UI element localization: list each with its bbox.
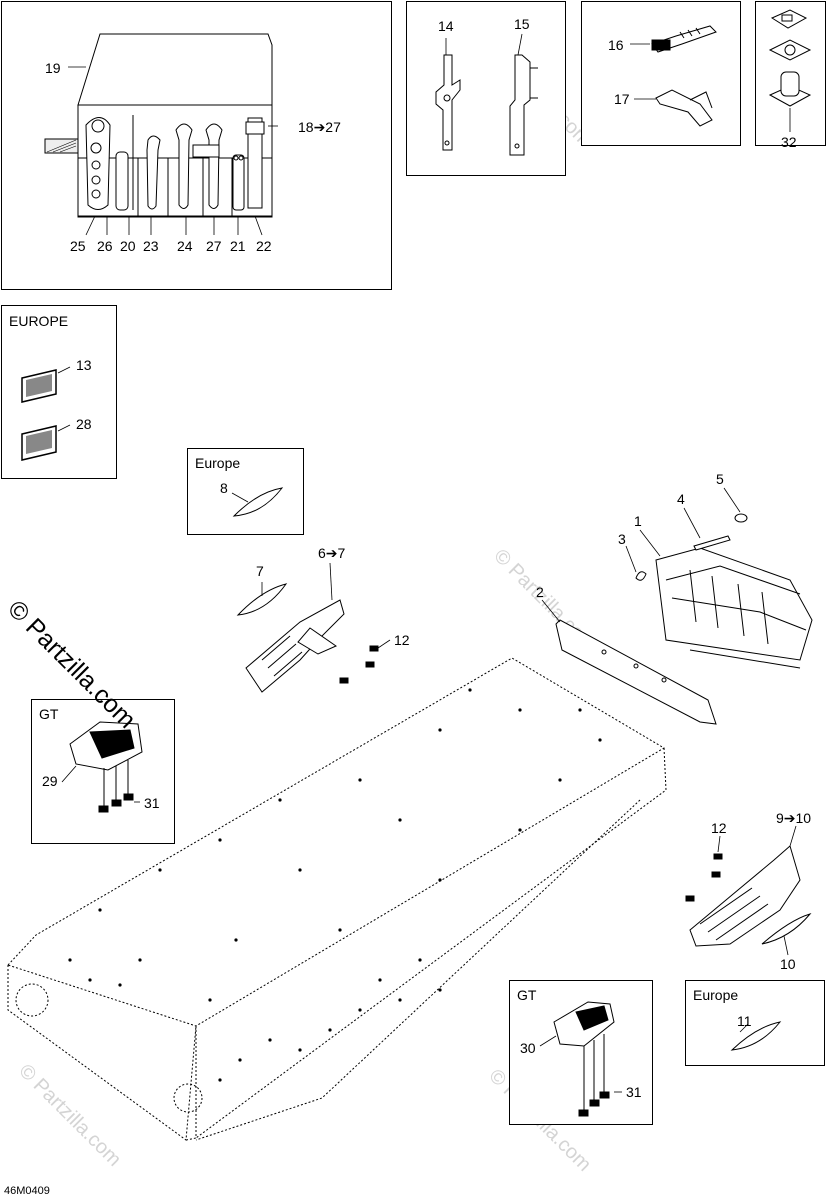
callout-17: 17 [614,91,630,107]
europe-reflector-box [187,448,304,535]
callout-20: 20 [120,238,136,254]
callout-9-10: 9➔10 [776,810,812,826]
decal-13-illustration [21,369,57,403]
screws-12-right [685,853,723,902]
callout-8: 8 [220,480,228,496]
callout-22: 22 [256,238,272,254]
callout-10: 10 [780,956,796,972]
callout-12-left: 12 [394,632,410,648]
reflector-11-illustration [730,1021,782,1051]
callout-28: 28 [76,416,92,432]
callout-31-bottom: 31 [626,1084,642,1100]
europe-bottom-box [685,980,825,1066]
callout-29: 29 [42,773,58,789]
callout-6-7: 6➔7 [318,545,346,561]
callout-5: 5 [716,471,724,487]
callout-27: 27 [206,238,222,254]
reflector-8-illustration [232,487,284,517]
callout-18-27: 18➔27 [298,119,341,135]
reflector-10-illustration [761,913,812,945]
tether-box [581,1,741,146]
mount-32-illustration [768,9,812,107]
callout-26: 26 [97,238,113,254]
rear-bumper-9-illustration [689,845,801,947]
callout-11: 11 [737,1013,752,1029]
callout-3: 3 [618,531,626,547]
callout-19: 19 [45,60,61,76]
tunnel-holes [68,688,602,1082]
europe-reflector-title: Europe [195,455,241,471]
callout-16: 16 [608,37,624,53]
callout-1: 1 [634,513,642,529]
tether-clip-17-illustration [655,89,713,127]
gt-footrest-29-illustration [69,721,143,813]
europe-decal-title: EUROPE [9,313,69,329]
bracket-14-illustration [435,54,461,151]
flap-assembly-illustration [555,513,813,725]
europe-decal-box [1,305,117,479]
callout-31-left: 31 [144,795,160,811]
bracket-box [406,1,566,176]
gt-bottom-box [509,980,653,1125]
reflector-7-illustration [236,583,288,616]
leader-lines [57,33,797,1093]
callout-4: 4 [677,491,685,507]
screws-12-left [339,645,379,684]
callout-2: 2 [536,584,544,600]
callout-7: 7 [256,563,264,579]
callout-25: 25 [70,238,86,254]
gt-footrest-30-illustration [553,1001,615,1117]
gt-left-title: GT [39,706,59,722]
tunnel-illustration [7,657,667,1141]
callout-21: 21 [230,238,246,254]
tool-kit-pouch-illustration [44,33,273,218]
tether-cord-16-illustration [651,25,717,53]
callout-32: 32 [781,134,797,150]
drawing-code: 46M0409 [4,1185,50,1197]
callout-12-right: 12 [711,820,727,836]
callout-30: 30 [520,1040,536,1056]
decal-28-illustration [21,425,57,461]
europe-bottom-title: Europe [693,987,739,1003]
bracket-15-illustration [509,54,538,156]
callout-13: 13 [76,357,92,373]
callout-14: 14 [438,18,454,34]
side-protector-6-illustration [245,599,345,693]
callout-23: 23 [143,238,159,254]
gt-bottom-title: GT [517,987,537,1003]
callout-24: 24 [177,238,193,254]
callout-15: 15 [514,16,530,32]
